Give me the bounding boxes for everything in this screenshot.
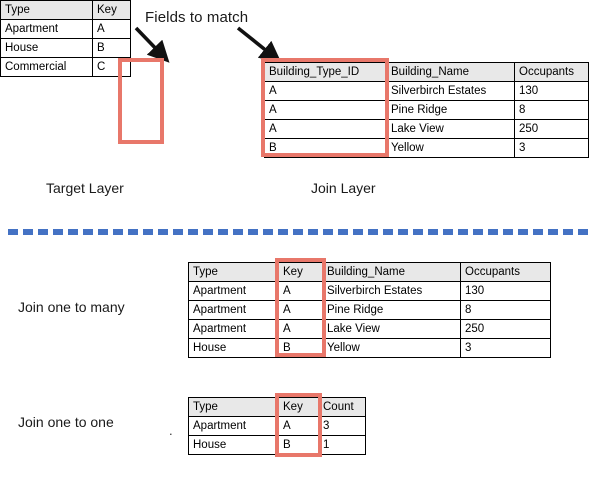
cell-type: Apartment	[188, 281, 279, 301]
table-row: House B Yellow 3	[188, 338, 551, 358]
cell-key: A	[278, 416, 319, 436]
table-row: House B 1	[188, 435, 366, 455]
cell-occupants: 250	[460, 319, 551, 339]
table-row: House B	[0, 38, 131, 58]
cell-occupants: 8	[514, 100, 589, 120]
cell-key: A	[278, 300, 323, 320]
arrow-to-target-key-icon	[134, 26, 170, 63]
cell-occupants: 130	[514, 81, 589, 101]
cell-occupants: 250	[514, 119, 589, 139]
stray-dot-mark: .	[169, 423, 173, 438]
table-header-row: Type Key	[0, 0, 131, 20]
cell-building-name: Lake View	[386, 119, 515, 139]
join-one-to-one-table: Type Key Count Apartment A 3 House B 1	[188, 397, 366, 455]
column-header-building-name: Building_Name	[322, 262, 461, 282]
column-header-building-name: Building_Name	[386, 62, 515, 82]
cell-key: B	[92, 38, 131, 58]
cell-building-name: Pine Ridge	[386, 100, 515, 120]
column-header-building-type-id: Building_Type_ID	[264, 62, 387, 82]
cell-key: B	[278, 338, 323, 358]
table-header-row: Type Key Count	[188, 397, 366, 417]
table-row: A Silverbirch Estates 130	[264, 81, 589, 101]
cell-type: Apartment	[188, 319, 279, 339]
cell-count: 1	[318, 435, 366, 455]
column-header-type: Type	[188, 262, 279, 282]
cell-key: B	[278, 435, 319, 455]
column-header-count: Count	[318, 397, 366, 417]
column-header-key: Key	[278, 262, 323, 282]
cell-building-name: Lake View	[322, 319, 461, 339]
table-header-row: Building_Type_ID Building_Name Occupants	[264, 62, 589, 82]
table-row: Commercial C	[0, 57, 131, 77]
table-row: Apartment A Silverbirch Estates 130	[188, 281, 551, 301]
cell-building-type-id: A	[264, 119, 387, 139]
caption-target-layer: Target Layer	[46, 180, 124, 196]
table-row: B Yellow 3	[264, 138, 589, 158]
column-header-type: Type	[0, 0, 93, 20]
join-layer-table: Building_Type_ID Building_Name Occupants…	[264, 62, 589, 158]
cell-building-name: Yellow	[386, 138, 515, 158]
target-layer-table: Type Key Apartment A House B Commercial …	[0, 0, 131, 77]
arrow-to-join-key-icon	[236, 26, 282, 63]
cell-occupants: 8	[460, 300, 551, 320]
column-header-occupants: Occupants	[514, 62, 589, 82]
cell-type: House	[188, 338, 279, 358]
column-header-key: Key	[92, 0, 131, 20]
table-header-row: Type Key Building_Name Occupants	[188, 262, 551, 282]
caption-join-layer: Join Layer	[311, 180, 376, 196]
join-one-to-many-table: Type Key Building_Name Occupants Apartme…	[188, 262, 551, 358]
table-row: A Pine Ridge 8	[264, 100, 589, 120]
column-header-type: Type	[188, 397, 279, 417]
cell-building-type-id: B	[264, 138, 387, 158]
table-row: Apartment A Pine Ridge 8	[188, 300, 551, 320]
column-header-occupants: Occupants	[460, 262, 551, 282]
cell-type: Commercial	[0, 57, 93, 77]
table-row: Apartment A	[0, 19, 131, 39]
cell-count: 3	[318, 416, 366, 436]
cell-building-type-id: A	[264, 81, 387, 101]
cell-building-name: Pine Ridge	[322, 300, 461, 320]
label-join-one-to-one: Join one to one	[18, 414, 114, 430]
table-row: Apartment A 3	[188, 416, 366, 436]
table-row: A Lake View 250	[264, 119, 589, 139]
cell-occupants: 3	[460, 338, 551, 358]
cell-building-type-id: A	[264, 100, 387, 120]
cell-key: C	[92, 57, 131, 77]
cell-key: A	[278, 281, 323, 301]
cell-building-name: Silverbirch Estates	[322, 281, 461, 301]
section-divider	[8, 229, 592, 235]
cell-building-name: Silverbirch Estates	[386, 81, 515, 101]
cell-type: House	[188, 435, 279, 455]
cell-type: Apartment	[0, 19, 93, 39]
label-join-one-to-many: Join one to many	[18, 299, 125, 315]
cell-type: House	[0, 38, 93, 58]
cell-key: A	[92, 19, 131, 39]
cell-building-name: Yellow	[322, 338, 461, 358]
cell-type: Apartment	[188, 416, 279, 436]
cell-occupants: 3	[514, 138, 589, 158]
column-header-key: Key	[278, 397, 319, 417]
cell-type: Apartment	[188, 300, 279, 320]
table-row: Apartment A Lake View 250	[188, 319, 551, 339]
cell-key: A	[278, 319, 323, 339]
page-title: Fields to match	[145, 9, 249, 26]
cell-occupants: 130	[460, 281, 551, 301]
